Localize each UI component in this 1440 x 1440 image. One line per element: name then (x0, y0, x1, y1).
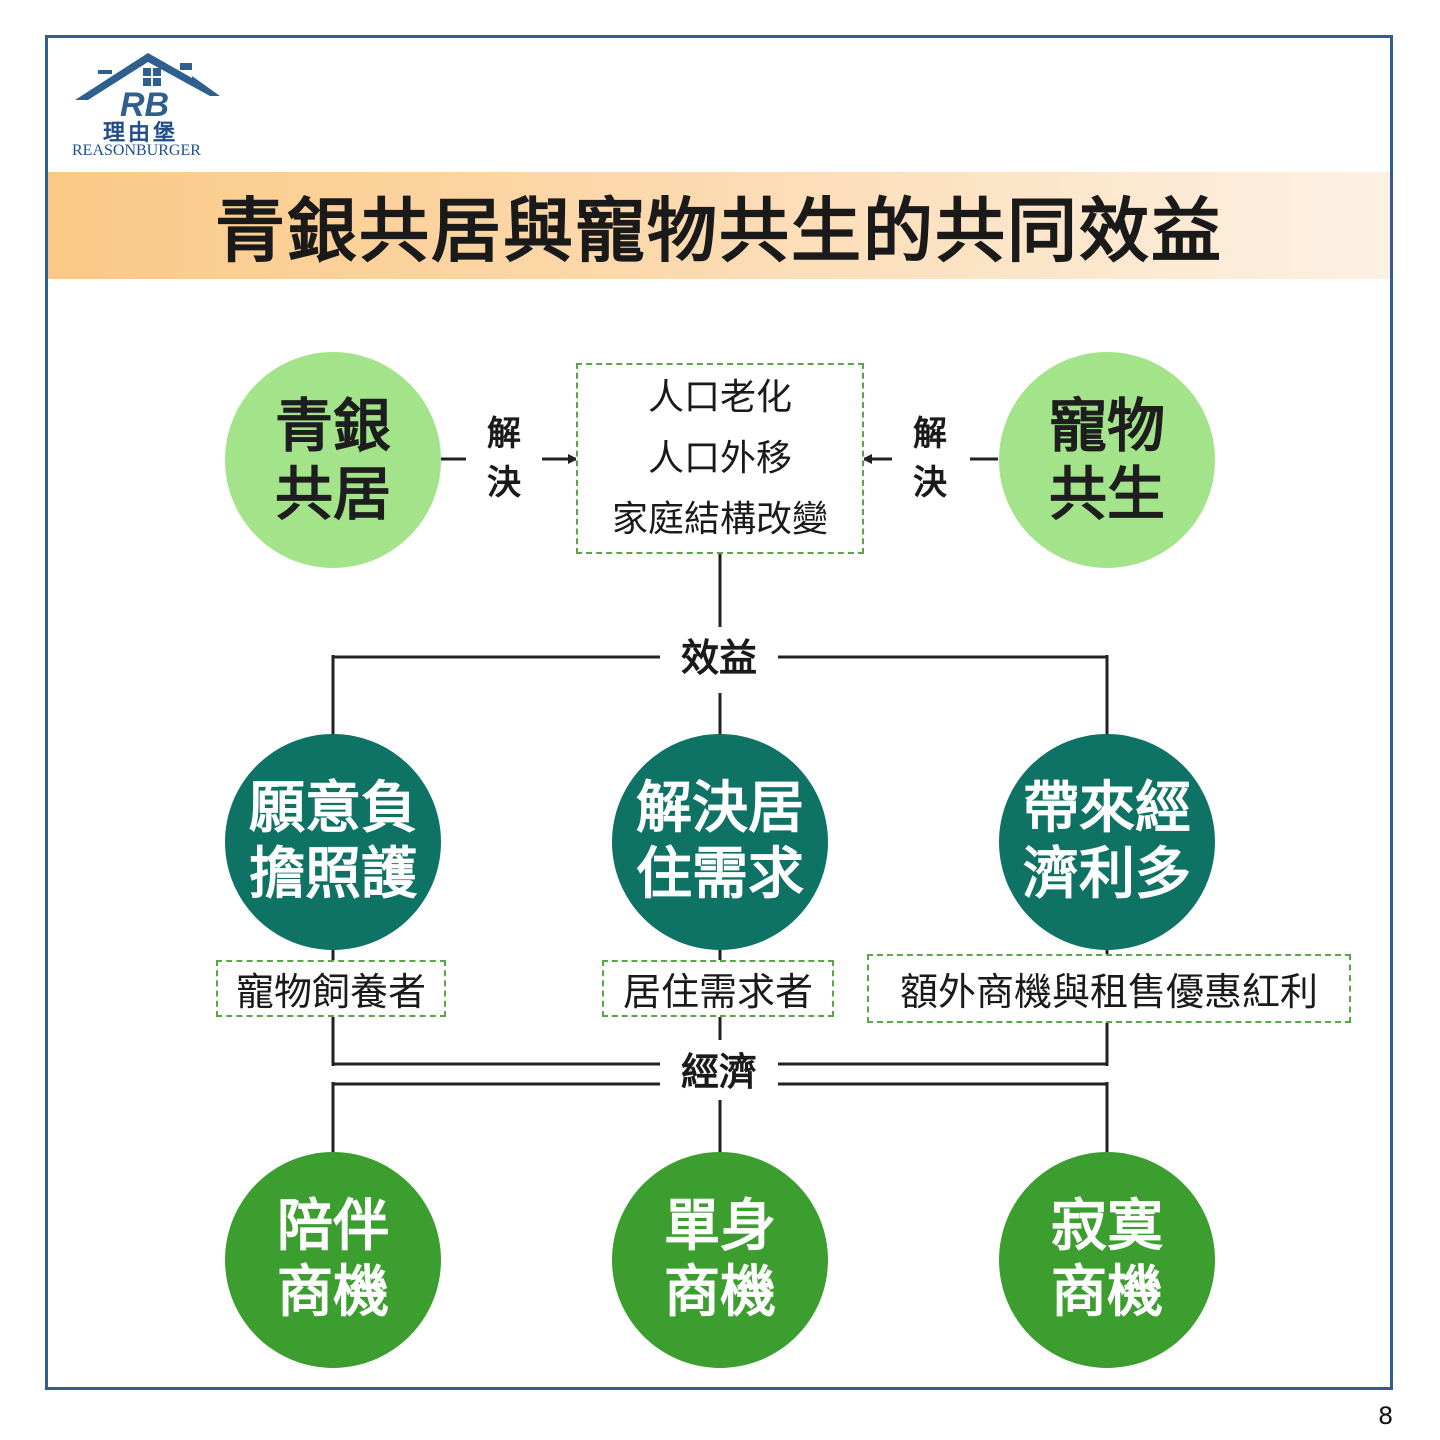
circle-line: 濟利多 (1023, 842, 1191, 907)
circle-line: 願意負 (249, 775, 417, 841)
solve-label-left: 解決 (487, 414, 521, 504)
circle-line: 共居 (274, 460, 391, 528)
logo-chinese-name: 理由堡 (103, 120, 179, 146)
logo-english-name: REASONBURGER (72, 142, 201, 159)
benefit-label: 效益 (660, 632, 778, 684)
circle-line: 住需求 (636, 842, 804, 907)
circle-line: 帶來經 (1023, 775, 1191, 841)
page-title: 青銀共居與寵物共生的共同效益 (215, 190, 1223, 272)
opportunity-circle-companionship: 陪伴 商機 (225, 1152, 441, 1368)
svg-text:RB: RB (120, 86, 169, 124)
tag-extra-opportunities: 額外商機與租售優惠紅利 (867, 954, 1351, 1023)
problem-item: 人口外移 (647, 437, 792, 479)
benefit-circle-economy: 帶來經 濟利多 (999, 734, 1215, 950)
circle-line: 青銀 (274, 391, 391, 460)
circle-line: 解決居 (636, 775, 804, 841)
benefit-circle-housing: 解決居 住需求 (612, 734, 828, 950)
problem-item: 人口老化 (647, 376, 792, 418)
opportunity-circle-loneliness: 寂寞 商機 (999, 1152, 1215, 1368)
problems-box: 人口老化 人口外移 家庭結構改變 (576, 363, 864, 554)
circle-intergenerational-cohousing: 青銀 共居 (225, 352, 441, 568)
circle-line: 單身 (664, 1193, 776, 1259)
logo-icon: RB (75, 53, 220, 124)
circle-line: 陪伴 (277, 1193, 389, 1259)
circle-line: 共生 (1048, 460, 1165, 528)
circle-line: 寂寞 (1051, 1193, 1163, 1259)
tag-housing-seekers: 居住需求者 (602, 960, 834, 1017)
page-number: 8 (1378, 1402, 1394, 1430)
problem-item: 家庭結構改變 (611, 499, 828, 541)
benefit-circle-care: 願意負 擔照護 (225, 734, 441, 950)
circle-line: 擔照護 (249, 842, 417, 907)
economy-label: 經濟 (660, 1046, 778, 1098)
circle-line: 寵物 (1048, 391, 1165, 460)
circle-line: 商機 (664, 1260, 776, 1325)
title-bar (48, 172, 1390, 279)
opportunity-circle-single: 單身 商機 (612, 1152, 828, 1368)
tag-pet-owners: 寵物飼養者 (216, 960, 446, 1017)
circle-line: 商機 (1051, 1260, 1163, 1325)
circle-line: 商機 (277, 1260, 389, 1325)
circle-pet-symbiosis: 寵物 共生 (999, 352, 1215, 568)
page-frame (45, 35, 1393, 1390)
solve-label-right: 解決 (913, 414, 947, 504)
